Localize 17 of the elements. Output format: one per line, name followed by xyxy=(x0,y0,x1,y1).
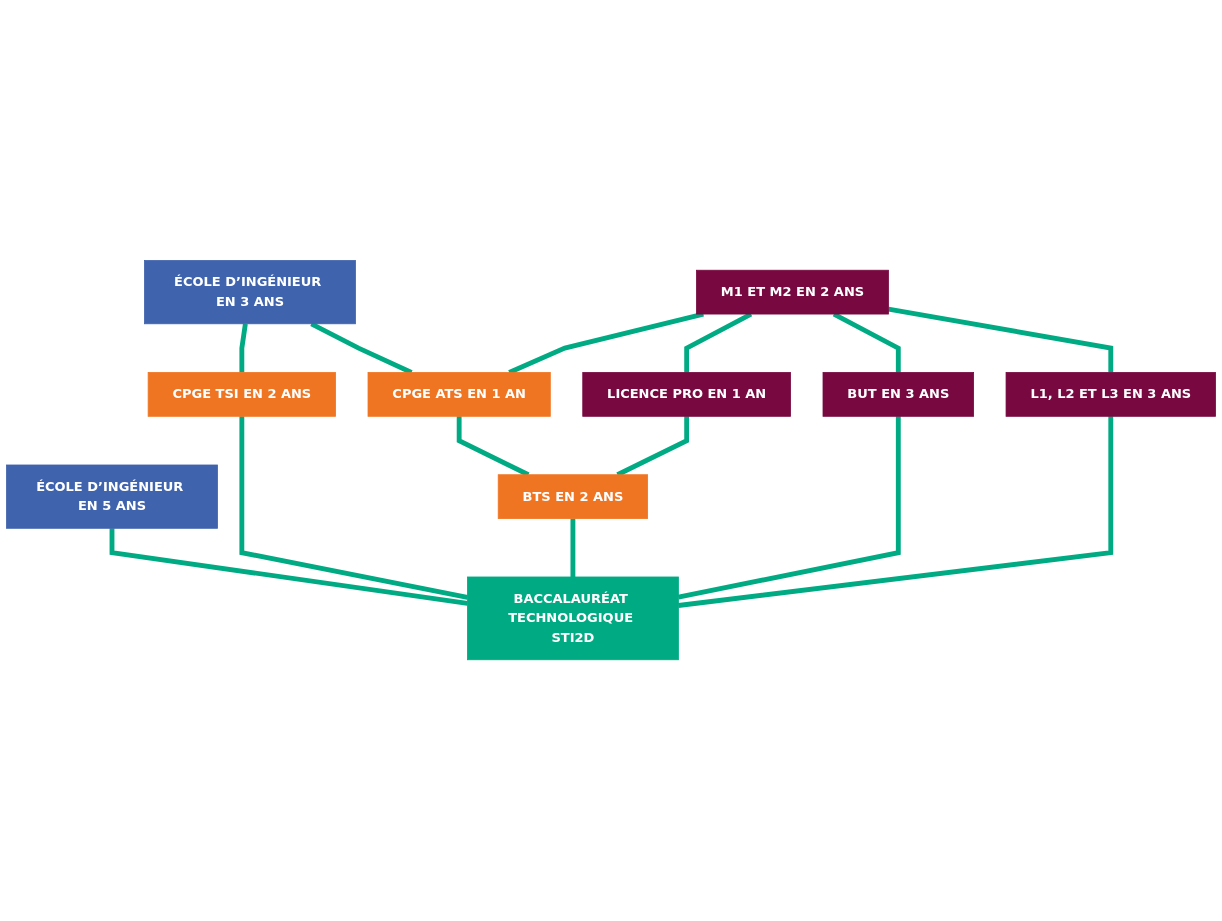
node-box: BUT EN 3 ANS xyxy=(822,372,974,418)
connector xyxy=(239,416,468,601)
node-box: LICENCE PRO EN 1 AN xyxy=(582,372,791,418)
connector xyxy=(570,518,576,578)
node-box: L1, L2 ET L3 EN 3 ANS xyxy=(1005,372,1216,418)
connector xyxy=(678,416,1114,609)
connector xyxy=(239,323,248,373)
node-box: BTS EN 2 ANS xyxy=(497,474,648,520)
connector xyxy=(109,528,468,607)
node-box: M1 ET M2 EN 2 ANS xyxy=(696,270,889,315)
node-box: ÉCOLE D’INGÉNIEUR EN 5 ANS xyxy=(6,464,218,530)
node-box: CPGE TSI EN 2 ANS xyxy=(147,372,336,418)
node-box: ÉCOLE D’INGÉNIEUR EN 3 ANS xyxy=(144,260,356,325)
connector xyxy=(888,307,1114,373)
node-box: CPGE ATS EN 1 AN xyxy=(367,372,551,418)
connector xyxy=(677,416,901,600)
node-box: BACCALAURÉAT TECHNOLOGIQUE STI2D xyxy=(467,576,679,661)
